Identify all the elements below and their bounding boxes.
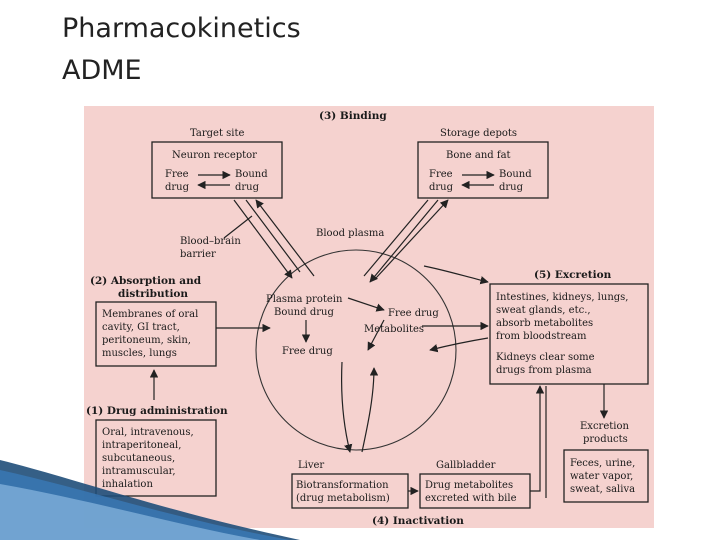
storage-free-label-2: drug <box>429 182 454 193</box>
excretion-line-2: sweat glands, etc., <box>496 305 591 316</box>
kidney-line-1: Kidneys clear some <box>496 352 595 363</box>
target-site-box <box>151 141 283 199</box>
feces-line-2: water vapor, <box>570 471 633 482</box>
storage-to-plasma-arrow <box>369 199 439 283</box>
absorption-line-2: cavity, GI tract, <box>102 322 180 333</box>
plasma-to-target-arrow <box>255 199 315 277</box>
excretion-products-label-2: products <box>583 434 628 445</box>
target-free-label-1: Free <box>165 169 189 180</box>
administration-heading: (1) Drug administration <box>86 405 228 417</box>
excretion-line-1: Intestines, kidneys, lungs, <box>496 292 628 303</box>
feces-line-1: Feces, urine, <box>570 458 635 469</box>
excretion-box <box>489 283 649 385</box>
target-bound-label-1: Bound <box>235 169 268 180</box>
target-to-plasma-arrow <box>233 199 293 279</box>
absorption-line-3: peritoneum, skin, <box>102 335 191 346</box>
administration-line-1: Oral, intravenous, <box>102 427 194 438</box>
blood-plasma-label: Blood plasma <box>316 228 384 239</box>
excretion-products-label-1: Excretion <box>580 421 629 432</box>
plasma-to-liver-arrow <box>341 361 353 453</box>
target-site-label: Target site <box>190 128 245 139</box>
feces-line-3: sweat, saliva <box>570 484 635 495</box>
liver-line-1: Biotransformation <box>296 480 389 491</box>
slide-title: Pharmacokinetics <box>62 13 301 44</box>
gallbladder-label: Gallbladder <box>436 460 496 471</box>
excretion-heading: (5) Excretion <box>534 269 612 281</box>
administration-line-3: subcutaneous, <box>102 453 175 464</box>
plasma-to-excretion-arrow <box>423 265 489 285</box>
neuron-receptor-label: Neuron receptor <box>172 150 257 161</box>
binding-heading: (3) Binding <box>319 110 387 122</box>
protein-to-free-arrow <box>347 297 385 312</box>
liver-to-plasma-arrow <box>361 367 379 453</box>
free-to-metab-arrow <box>367 319 385 351</box>
bbb-label-2: barrier <box>180 249 216 260</box>
administration-box <box>95 419 217 497</box>
storage-bound-label-2: drug <box>499 182 524 193</box>
absorption-heading-2: distribution <box>118 288 188 300</box>
bbb-label-1: Blood–brain <box>180 236 241 247</box>
slide-subtitle: ADME <box>62 55 142 86</box>
storage-depots-label: Storage depots <box>440 128 517 139</box>
inactivation-heading: (4) Inactivation <box>372 515 464 527</box>
bbb-pointer <box>223 215 253 239</box>
decorative-swoosh <box>0 460 300 540</box>
gallbladder-to-excretion-arrow <box>530 385 545 492</box>
excretion-line-4: from bloodstream <box>496 331 587 342</box>
administration-line-2: intraperitoneal, <box>102 440 181 451</box>
blood-plasma-circle <box>255 249 457 451</box>
target-free-label-2: drug <box>165 182 190 193</box>
kidney-line-2: drugs from plasma <box>496 365 592 376</box>
bound-drug-label: Bound drug <box>274 307 334 318</box>
metabolites-label: Metabolites <box>364 324 424 335</box>
storage-bound-label-1: Bound <box>499 169 532 180</box>
plasma-to-storage-arrow <box>375 199 449 279</box>
administration-line-4: intramuscular, <box>102 466 176 477</box>
absorption-line-1: Membranes of oral <box>102 309 198 320</box>
absorption-heading-1: (2) Absorption and <box>90 275 202 287</box>
storage-free-label-1: Free <box>429 169 453 180</box>
administration-line-5: inhalation <box>102 479 153 490</box>
excretion-line-3: absorb metabolites <box>496 318 593 329</box>
gallbladder-line-2: excreted with bile <box>425 493 517 504</box>
storage-depots-box <box>417 141 549 199</box>
storage-plasma-line-a <box>363 199 429 277</box>
gallbladder-line-1: Drug metabolites <box>425 480 513 491</box>
liver-label: Liver <box>298 460 324 471</box>
plasma-protein-label: Plasma protein <box>266 294 343 305</box>
feces-box <box>563 449 649 503</box>
bone-fat-label: Bone and fat <box>446 150 511 161</box>
absorption-line-4: muscles, lungs <box>102 348 177 359</box>
adme-diagram: (3) Binding Target site Neuron receptor … <box>84 106 654 528</box>
liver-line-2: (drug metabolism) <box>296 493 390 504</box>
free-drug-label: Free drug <box>282 346 333 357</box>
excretion-to-plasma-arrow <box>429 337 489 353</box>
target-plasma-line-a <box>245 199 301 273</box>
target-bound-label-2: drug <box>235 182 260 193</box>
absorption-box <box>95 301 217 367</box>
free-drug-label-2: Free drug <box>388 308 439 319</box>
